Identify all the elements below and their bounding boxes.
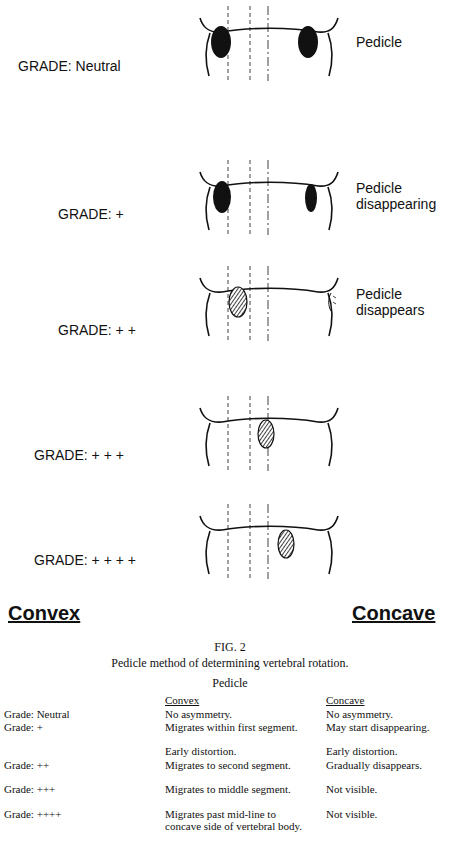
segment-lines (228, 266, 268, 341)
table-cell: Gradually disappears. (326, 760, 456, 772)
grade-label: GRADE: + (58, 206, 188, 222)
table-cell: Migrates to middle segment. (165, 784, 315, 796)
pedicle (305, 184, 317, 212)
pedicle (213, 181, 231, 213)
table-cell: No asymmetry. (165, 709, 315, 721)
pedicle-trace (333, 296, 336, 304)
column-header: Concave (326, 694, 406, 706)
grade-label: GRADE: + + + + (34, 552, 194, 568)
figure-caption: Pedicle method of determining vertebral … (0, 656, 460, 670)
pedicle (258, 420, 274, 448)
vertebra-outline (200, 278, 338, 336)
table-cell: Early distortion. (326, 746, 456, 758)
table-cell: May start disappearing. (326, 722, 456, 734)
figure-number: FIG. 2 (0, 640, 460, 654)
segment-lines (228, 504, 268, 579)
row-label: Grade: +++ (4, 784, 154, 796)
column-header: Convex (165, 694, 245, 706)
pedicle (278, 530, 294, 558)
segment-lines (228, 160, 268, 235)
table-cell: Migrates within first segment. (165, 722, 315, 734)
grade-label: GRADE: + + + (34, 447, 184, 463)
row-label: Grade: + (4, 722, 154, 734)
row-label: Grade: Neutral (4, 709, 154, 721)
grade-label: GRADE: + + (58, 322, 188, 338)
pedicle (229, 287, 247, 317)
table-title: Pedicle (190, 676, 270, 690)
table-cell: Migrates past mid-line to concave side o… (165, 809, 310, 832)
pedicle-label: Pedicle (356, 34, 456, 50)
table-cell: Early distortion. (165, 746, 315, 758)
row-label: Grade: ++ (4, 760, 154, 772)
pedicle-trace (329, 293, 331, 311)
row-label: Grade: ++++ (4, 809, 154, 821)
pedicle-label: Pedicle disappearing (356, 180, 456, 212)
table-cell: Not visible. (326, 809, 456, 821)
vertebra-outline (200, 172, 338, 230)
side-label: Convex (8, 602, 128, 625)
grade-label: GRADE: Neutral (18, 58, 188, 74)
vertebra-outline (200, 18, 338, 76)
segment-lines (228, 6, 268, 81)
vertebra-outline (200, 516, 338, 574)
pedicle-label: Pedicle disappears (356, 286, 456, 318)
table-cell: Not visible. (326, 784, 456, 796)
pedicle (211, 26, 231, 58)
pedicle (298, 26, 318, 58)
side-label: Concave (352, 602, 457, 625)
vertebra-outline (200, 408, 338, 466)
table-cell: Migrates to second segment. (165, 760, 315, 772)
table-cell: No asymmetry. (326, 709, 456, 721)
